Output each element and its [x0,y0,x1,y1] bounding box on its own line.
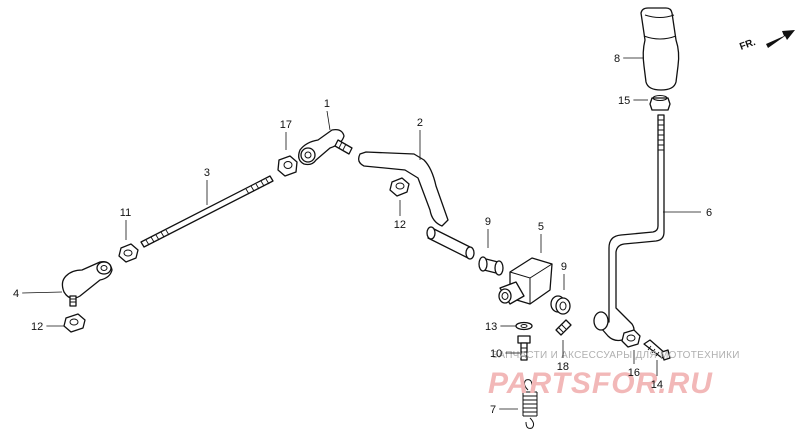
callout-c18: 18 [557,340,569,373]
callout-c2: 2 [417,117,423,160]
callout-number: 7 [490,404,496,416]
part-shift-knob [640,7,680,91]
callout-c9b: 9 [561,261,567,290]
front-label: FR. [738,37,757,53]
callout-c3: 3 [204,167,210,205]
callout-number: 2 [417,117,423,129]
part-bushing-9-lower [550,295,571,315]
callout-number: 12 [31,321,43,333]
callout-c8: 8 [614,53,644,65]
callout-c13: 13 [485,321,516,333]
callout-number: 16 [628,367,640,379]
callout-c10: 10 [490,348,520,360]
callout-c16: 16 [628,350,640,379]
callout-c5: 5 [538,221,544,253]
part-nut-12-middle [389,177,410,197]
part-rod-end-upper [298,128,353,166]
callout-number: 9 [561,261,567,273]
callout-number: 9 [485,216,491,228]
part-bellcrank-arm [358,151,475,260]
part-nut-17 [277,155,298,177]
callout-number: 14 [651,379,663,391]
callout-c17: 17 [280,119,292,150]
part-pivot-bracket [498,257,553,305]
callout-number: 10 [490,348,502,360]
callout-number: 8 [614,53,620,65]
part-control-rod [140,175,274,248]
callout-number: 18 [557,361,569,373]
callout-c9a: 9 [485,216,491,248]
part-shift-lever [593,114,665,342]
part-bolt-14 [643,339,671,361]
leader-line [326,110,331,131]
part-spring-7 [522,379,538,429]
callout-number: 1 [324,98,330,110]
callout-number: 15 [618,95,630,107]
callout-number: 17 [280,119,292,131]
callout-c6: 6 [663,207,712,219]
callout-number: 13 [485,321,497,333]
watermark: ЗАПЧАСТИ И АКСЕССУАРЫ ДЛЯ МОТОТЕХНИКИ PA… [488,350,740,400]
callout-number: 11 [120,207,131,219]
front-direction-indicator: FR. [738,30,795,53]
leader-line [22,291,63,294]
callout-c12b: 12 [31,321,64,333]
callout-c7: 7 [490,404,518,416]
part-washer-13 [515,321,533,331]
part-bushing-9-upper [478,256,504,276]
callout-number: 12 [394,219,406,231]
callout-number: 5 [538,221,544,233]
callout-c15: 15 [618,95,648,107]
part-pin-18 [555,319,572,336]
callout-c4: 4 [13,288,63,300]
part-bushing-16 [621,329,641,348]
part-bolt-10 [517,335,531,361]
callout-c12a: 12 [394,200,406,231]
callout-number: 6 [706,207,712,219]
part-nut-11 [118,243,139,263]
front-arrow-icon [766,30,795,48]
watermark-caption: ЗАПЧАСТИ И АКСЕССУАРЫ ДЛЯ МОТОТЕХНИКИ [492,350,740,361]
watermark-brand: PARTSFOR.RU [488,367,713,400]
part-nut-15 [649,95,671,111]
callout-number: 3 [204,167,210,179]
callout-c1: 1 [324,98,331,131]
part-rod-end-left [61,261,113,307]
callout-number: 4 [13,288,19,300]
part-nut-12-left [63,313,86,333]
callout-c11: 11 [120,207,131,240]
callout-c14: 14 [651,360,663,391]
